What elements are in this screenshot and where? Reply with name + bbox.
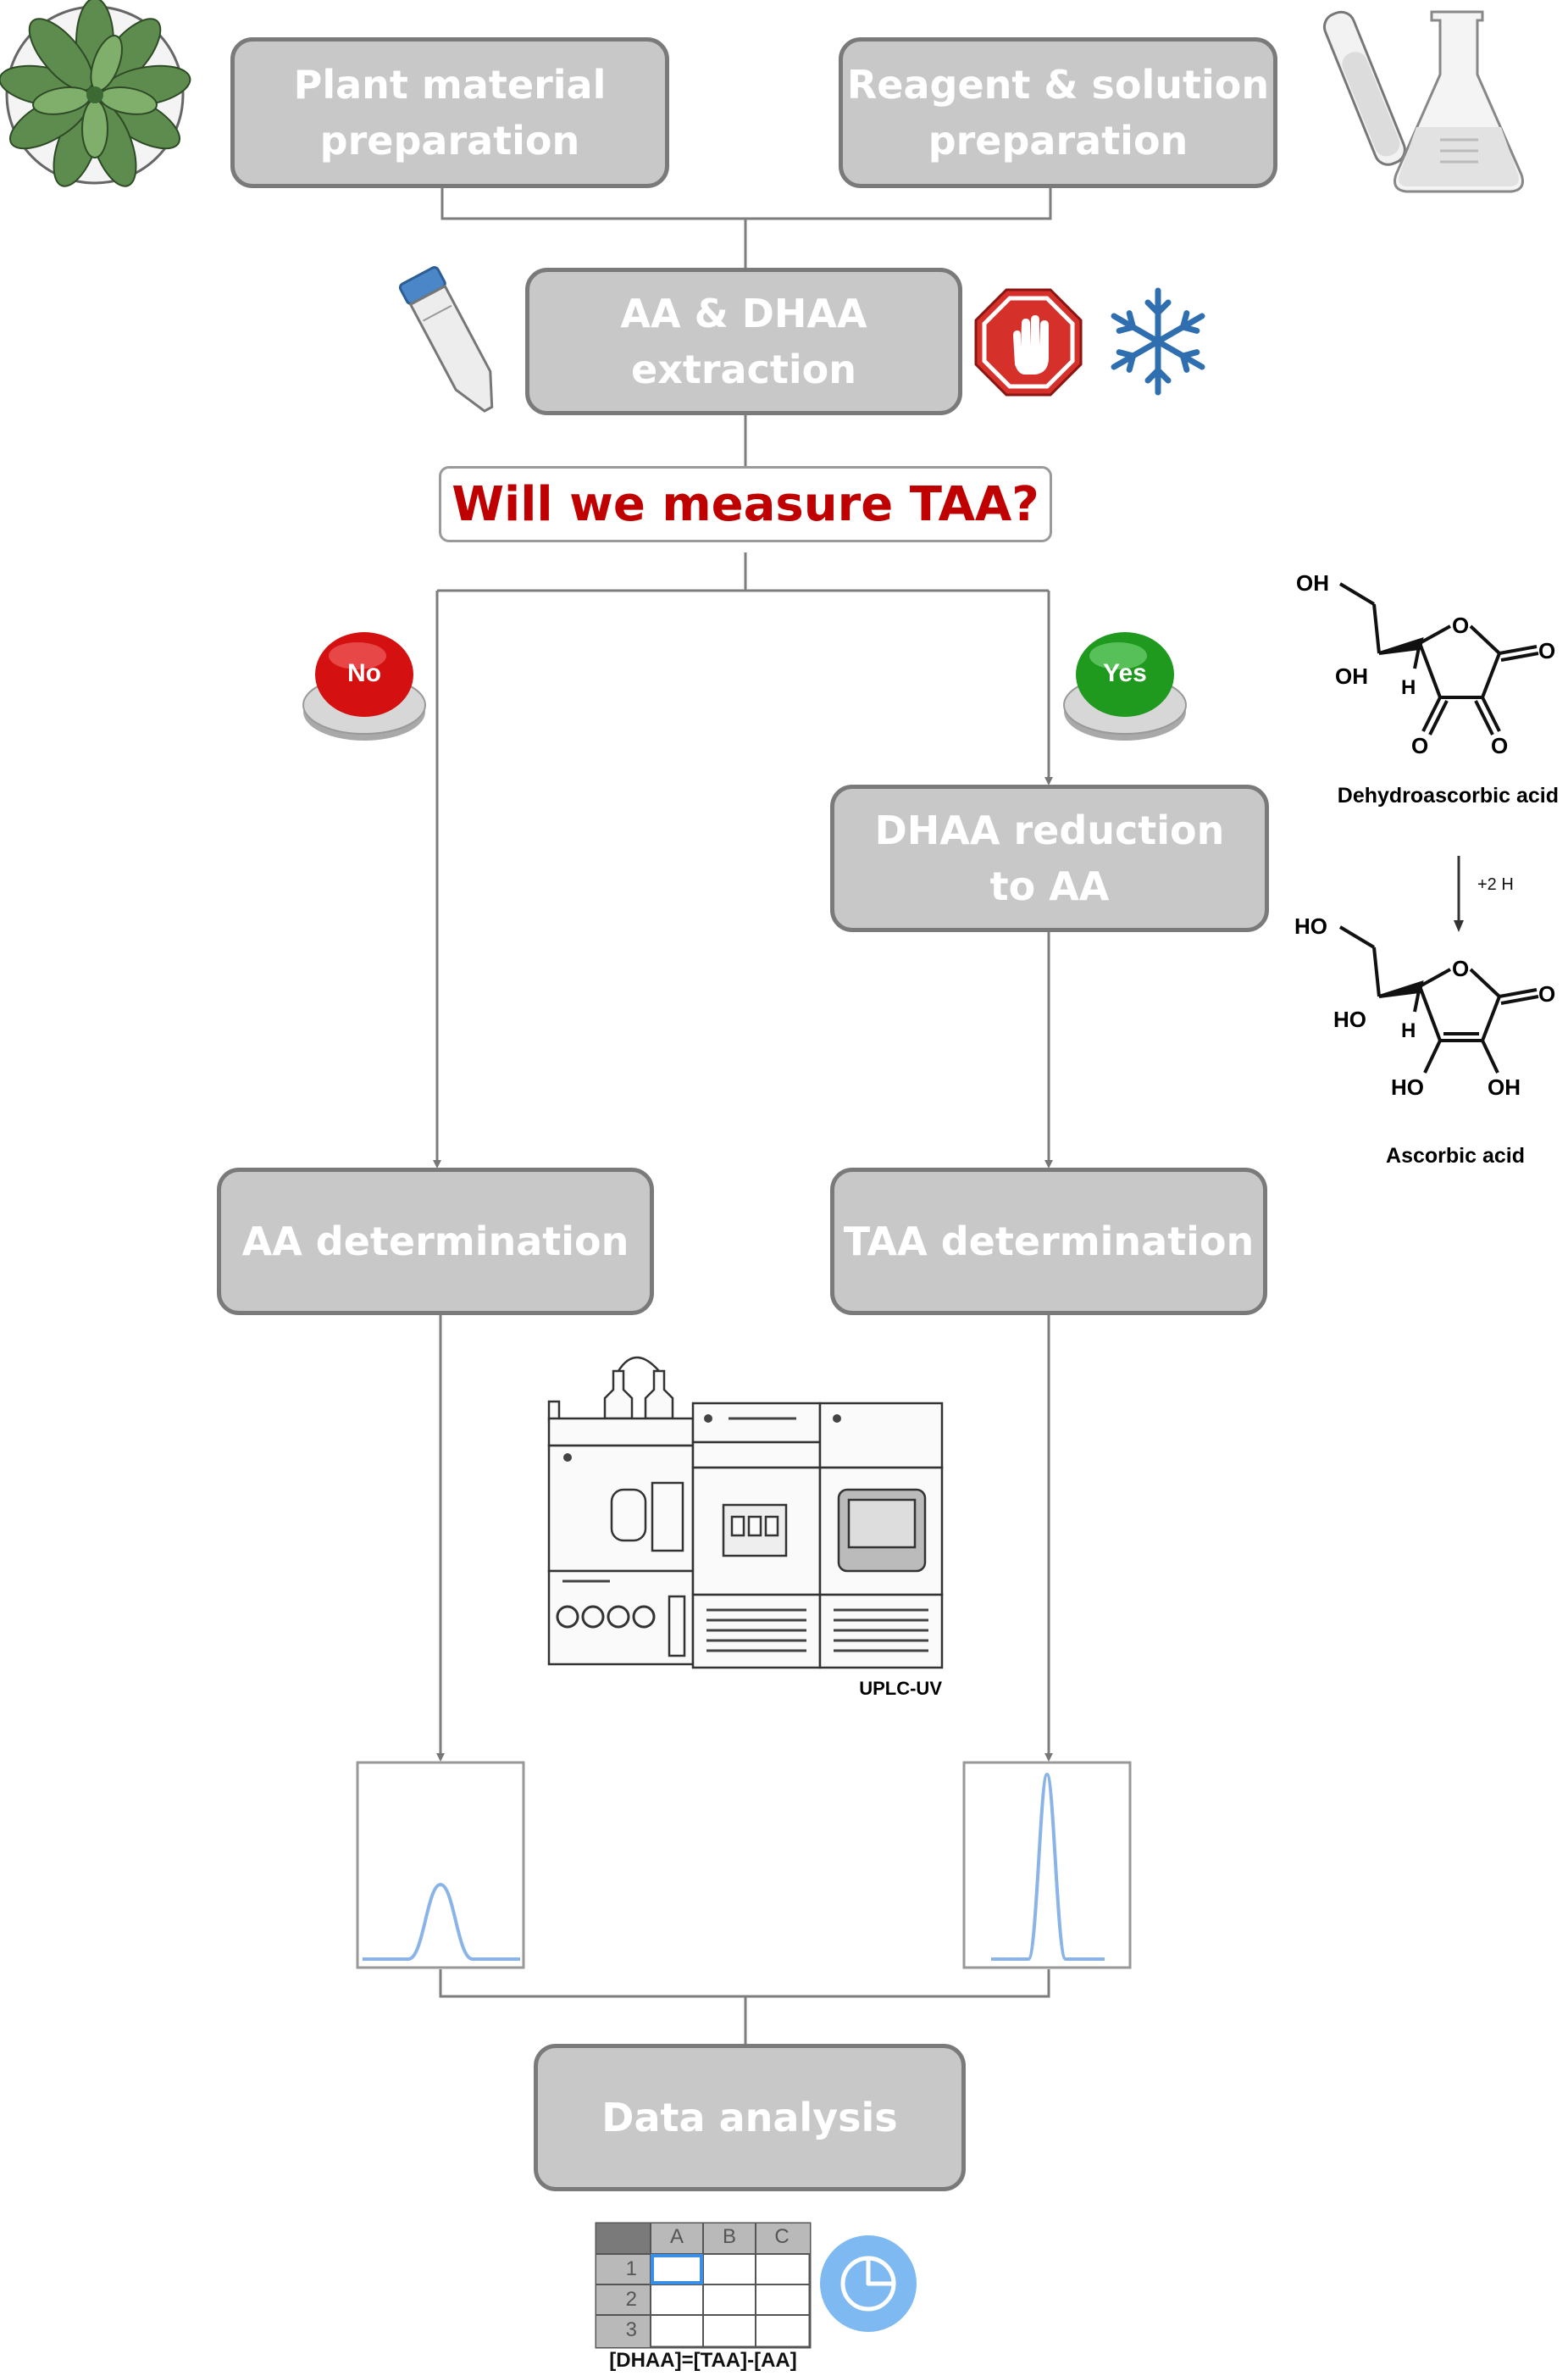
- glassware-flask-icon: [1322, 10, 1524, 193]
- spreadsheet-icon: A B C 1 2 3: [595, 2222, 812, 2349]
- dhaa-o-bottom-left: O: [1411, 733, 1428, 758]
- pie-chart-icon: [820, 2235, 917, 2332]
- dhaa-o-bottom-right: O: [1491, 733, 1508, 758]
- uplc-instrument-icon: UPLC-UV: [547, 1356, 944, 1699]
- sheet-row-2: 2: [625, 2288, 637, 2311]
- sheet-col-c: C: [774, 2225, 790, 2248]
- aa-ho-top: HO: [1294, 913, 1327, 939]
- plant-material-preparation-box: Plant material preparation: [230, 37, 669, 188]
- yes-label: Yes: [1103, 659, 1147, 687]
- no-label: No: [347, 659, 381, 687]
- sheet-row-3: 3: [625, 2318, 637, 2341]
- no-button-icon: No: [302, 632, 426, 741]
- extraction-box: AA & DHAA extraction: [525, 268, 962, 415]
- decision-question-box: Will we measure TAA?: [439, 466, 1052, 542]
- aa-ho-left: HO: [1333, 1007, 1366, 1032]
- aa-name: Ascorbic acid: [1386, 1144, 1525, 1168]
- reaction-arrow: +2 H: [1454, 856, 1514, 932]
- aa-ho-bottom: HO: [1391, 1074, 1424, 1100]
- extraction-label: AA & DHAA extraction: [620, 291, 867, 392]
- stop-hand-icon: [974, 288, 1083, 397]
- aa-peak: [363, 1882, 520, 1961]
- aa-oh-bottom: OH: [1488, 1074, 1521, 1100]
- dhaa-h: H: [1401, 676, 1416, 699]
- aa-determination-box: AA determination: [217, 1168, 654, 1315]
- connector-top-merge: [440, 188, 1052, 220]
- dhaa-oh-top: OH: [1296, 570, 1329, 596]
- selected-cell: [651, 2254, 703, 2284]
- taa-determination-box: TAA determination: [830, 1168, 1267, 1315]
- dhaa-reduction-label: DHAA reduction to AA: [874, 808, 1225, 909]
- reagent-solution-preparation-label: Reagent & solution preparation: [846, 62, 1270, 164]
- aa-ring-o: O: [1452, 956, 1469, 981]
- dhaa-name: Dehydroascorbic acid: [1338, 784, 1559, 808]
- snowflake-icon: [1111, 287, 1205, 396]
- dhaa-oh-left: OH: [1335, 663, 1368, 689]
- dhaa-ring-o: O: [1452, 613, 1469, 638]
- connector-bottom-merge: [439, 1969, 1050, 1998]
- aa-o-right: O: [1538, 981, 1555, 1007]
- aa-determination-label: AA determination: [241, 1219, 629, 1264]
- uplc-label: UPLC-UV: [859, 1678, 942, 1699]
- dhaa-formula: [DHAA]=[TAA]-[AA]: [609, 2349, 797, 2372]
- reagent-solution-preparation-box: Reagent & solution preparation: [839, 37, 1277, 188]
- reaction-label: +2 H: [1477, 875, 1514, 894]
- data-analysis-box: Data analysis: [534, 2044, 966, 2191]
- dhaa-o-right: O: [1538, 638, 1555, 663]
- ascorbic-acid-structure: HO HO H O O HO OH Ascorbic acid: [1294, 913, 1555, 1168]
- dehydroascorbic-acid-structure: OH OH H O O O O Dehydroascorbic acid: [1296, 570, 1559, 808]
- dhaa-reduction-box: DHAA reduction to AA: [830, 785, 1269, 932]
- data-analysis-label: Data analysis: [601, 2095, 898, 2140]
- sheet-col-b: B: [722, 2225, 736, 2248]
- taa-chromatogram: [962, 1761, 1132, 1969]
- aa-chromatogram: [356, 1761, 525, 1969]
- aa-h: H: [1401, 1019, 1416, 1042]
- taa-peak: [991, 1772, 1105, 1961]
- taa-determination-label: TAA determination: [843, 1219, 1255, 1264]
- sheet-col-a: A: [669, 2225, 684, 2248]
- decision-question-text: Will we measure TAA?: [452, 476, 1039, 532]
- falcon-tube-icon: [398, 266, 494, 413]
- plant-material-preparation-label: Plant material preparation: [293, 62, 607, 164]
- plant-rosette-icon: [0, 0, 191, 187]
- sheet-row-1: 1: [625, 2257, 637, 2280]
- yes-button-icon: Yes: [1063, 632, 1187, 741]
